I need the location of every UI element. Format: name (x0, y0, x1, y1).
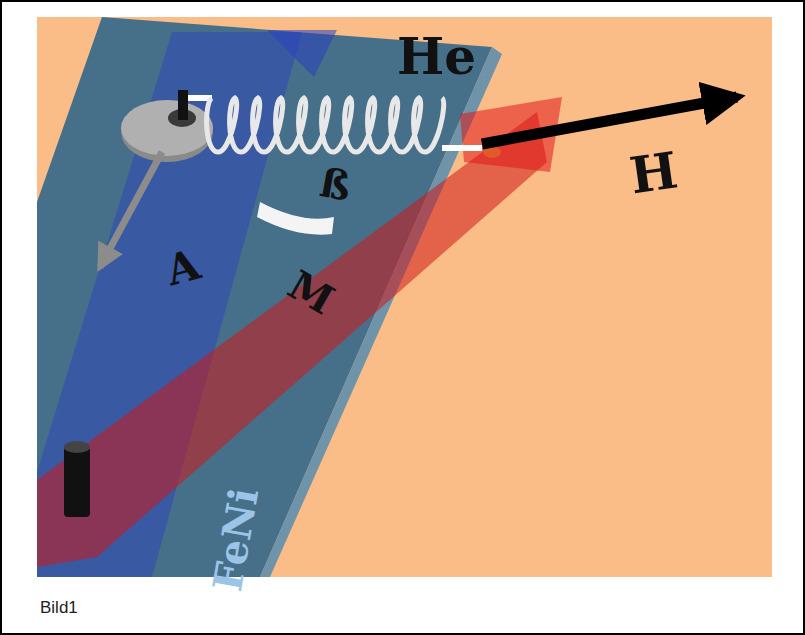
figure-caption: Bild1 (40, 598, 78, 618)
band-arrowhead (267, 30, 337, 77)
bottom-pin-top (64, 441, 90, 453)
symbol-label: He (397, 32, 476, 82)
anisotropy-arrow (100, 152, 162, 267)
spring-end (442, 145, 482, 151)
pivot-pin (178, 90, 188, 120)
magnetization-bar (37, 112, 547, 567)
angle-arc (257, 202, 334, 235)
background (37, 17, 772, 577)
bottom-pin (64, 447, 90, 517)
spring (207, 98, 444, 152)
pivot-disc-top (121, 100, 213, 156)
field-arrow (482, 97, 737, 144)
symbol-label: H (627, 145, 681, 201)
